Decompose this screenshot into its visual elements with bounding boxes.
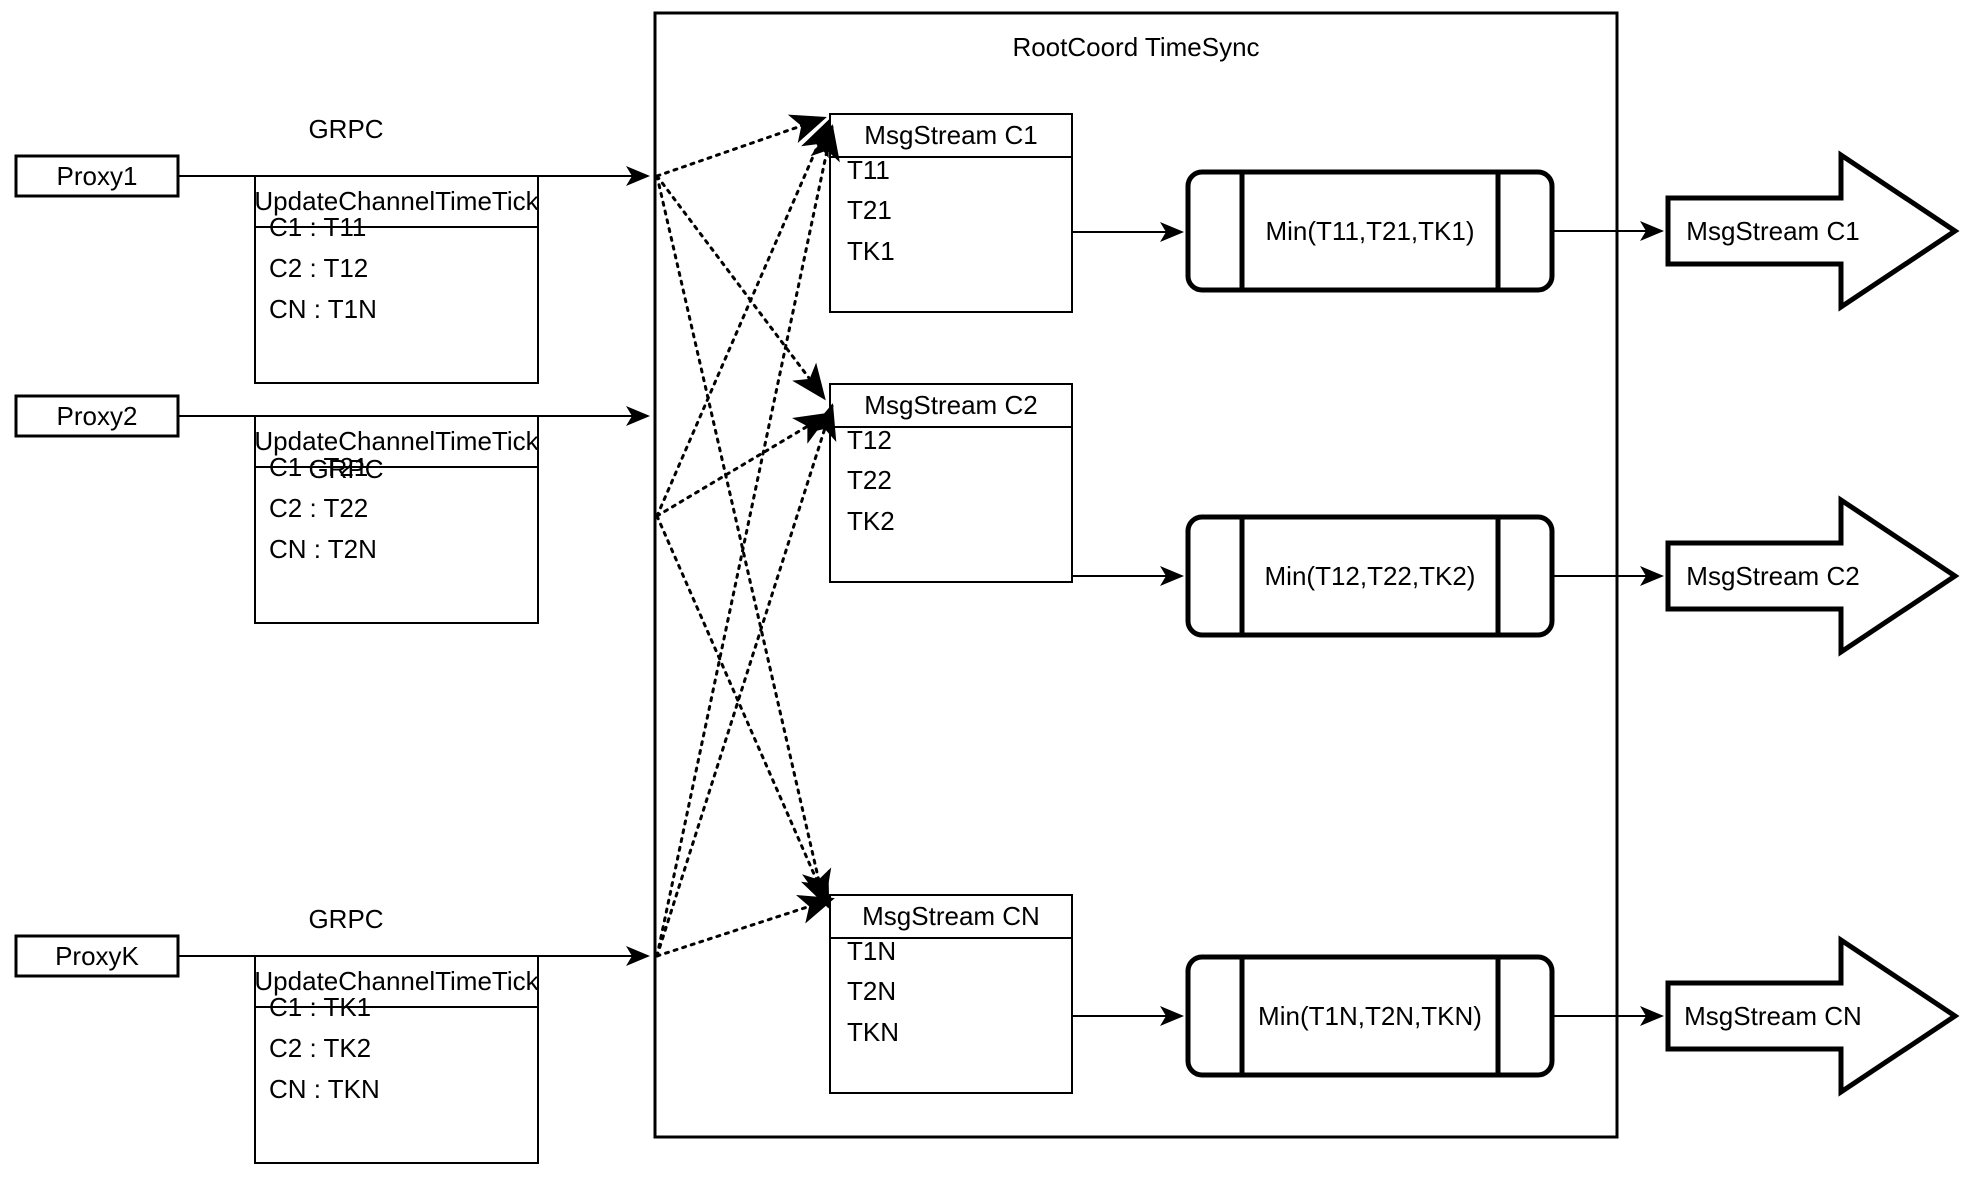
msgstream-box-2 xyxy=(829,383,1073,583)
request-box-1 xyxy=(254,175,539,384)
output-arrow-shape-3 xyxy=(1665,935,1960,1097)
timetick-dispatch-mesh xyxy=(655,114,840,958)
dispatch-line-3-3 xyxy=(655,894,835,958)
proxy-box-3[interactable] xyxy=(14,934,180,978)
output-arrow-shape-2 xyxy=(1665,495,1960,657)
dispatch-line-1-2 xyxy=(655,174,826,401)
dispatch-line-2-2 xyxy=(655,412,831,518)
dispatch-line-2-3 xyxy=(655,514,830,909)
dispatch-line-1-3 xyxy=(655,174,832,906)
request-box-3 xyxy=(254,955,539,1164)
request-box-2 xyxy=(254,415,539,624)
proxy-box-1[interactable] xyxy=(14,154,180,198)
proxy-box-2[interactable] xyxy=(14,394,180,438)
msgstream-box-1 xyxy=(829,113,1073,313)
dispatch-line-3-1 xyxy=(655,124,840,958)
dispatch-line-2-1 xyxy=(655,119,830,518)
dispatch-line-1-1 xyxy=(655,114,827,178)
output-arrow-shape-1 xyxy=(1665,150,1960,312)
dispatch-line-3-2 xyxy=(655,403,837,958)
msgstream-box-3 xyxy=(829,894,1073,1094)
